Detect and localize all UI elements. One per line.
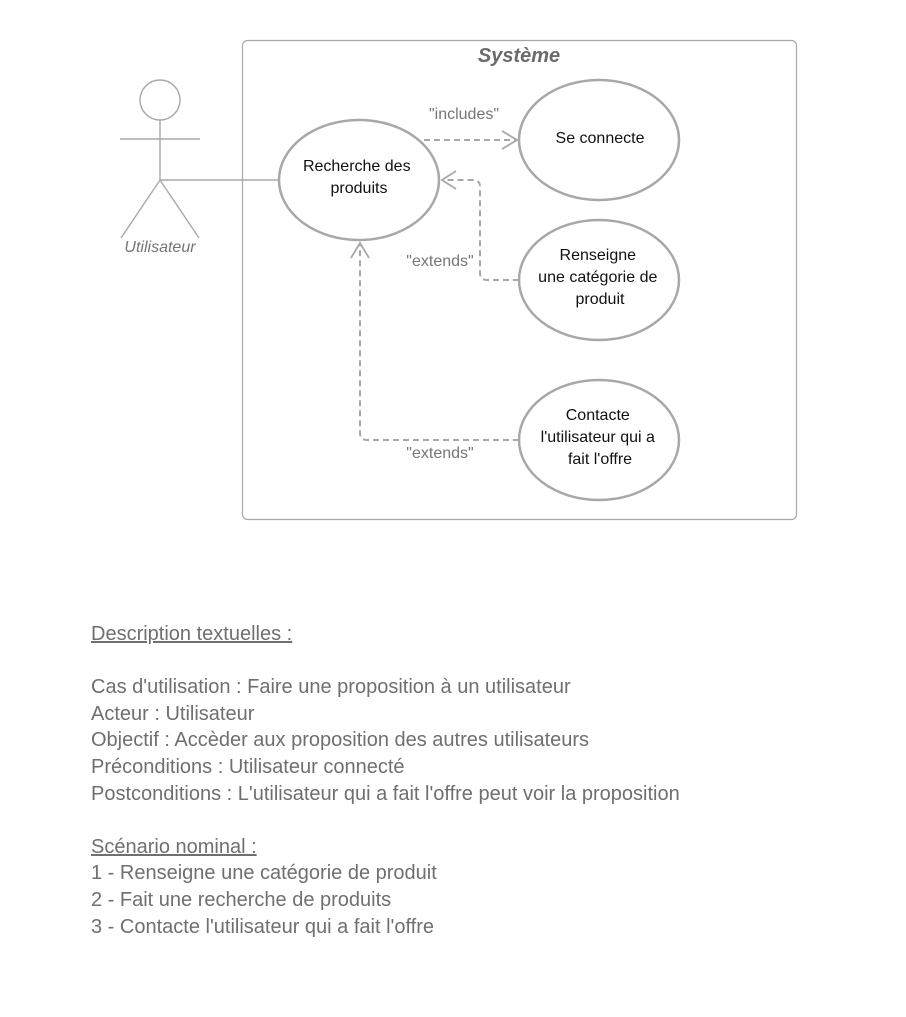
includes-arrow — [424, 130, 519, 150]
use-case-search-line: produits — [331, 180, 388, 197]
use-case-contact-line: Contacte — [566, 407, 630, 424]
system-boundary — [241, 39, 798, 521]
description-line: Objectif : Accèder aux proposition des a… — [91, 729, 590, 752]
use-case-search-line: Recherche des — [303, 158, 411, 175]
use-case-connect-line: Se connecte — [556, 130, 645, 147]
use-case-contact-line: l'utilisateur qui a — [541, 429, 655, 446]
use-case-category-line: Renseigne — [560, 247, 637, 264]
scenario-step: 2 - Fait une recherche de produits — [91, 888, 392, 911]
textual-description: Description textuelles : Cas d'utilisati… — [91, 621, 871, 940]
description-line: Cas d'utilisation : Faire une propositio… — [91, 676, 571, 699]
use-case-category-line: une catégorie de — [538, 269, 657, 286]
description-line: Acteur : Utilisateur — [91, 702, 255, 725]
use-case-category-label: Renseigne une catégorie de produit — [538, 247, 662, 308]
use-case-contact-label: Contacte l'utilisateur qui a fait l'offr… — [541, 407, 660, 468]
use-case-connect — [517, 78, 681, 202]
includes-label: "includes" — [429, 106, 499, 123]
description-heading: Description textuelles : — [91, 623, 293, 645]
spacer — [91, 807, 871, 834]
scenario-heading: Scénario nominal : — [91, 835, 257, 858]
spacer — [91, 648, 871, 675]
extends-label-category: "extends" — [406, 253, 473, 270]
scenario-step: 3 - Contacte l'utilisateur qui a fait l'… — [91, 915, 434, 938]
use-case-diagram: Système Utilisateur Recherche des produi… — [120, 39, 798, 521]
use-case-contact-line: fait l'offre — [568, 451, 632, 468]
use-case-connect-label: Se connecte — [556, 130, 645, 147]
actor-stick-figure — [120, 79, 200, 239]
extends-label-contact: "extends" — [406, 445, 473, 462]
extends-arrow-contact — [350, 241, 519, 441]
actor-name: Utilisateur — [124, 239, 196, 256]
extends-arrow-category — [440, 170, 519, 281]
scenario-step: 1 - Renseigne une catégorie de produit — [91, 862, 437, 885]
system-title: Système — [478, 45, 560, 67]
use-case-category-line: produit — [576, 291, 625, 308]
use-case-search-label: Recherche des produits — [303, 158, 415, 197]
description-line: Postconditions : L'utilisateur qui a fai… — [91, 782, 680, 805]
use-case-search — [277, 118, 441, 242]
description-line: Préconditions : Utilisateur connecté — [91, 755, 405, 778]
